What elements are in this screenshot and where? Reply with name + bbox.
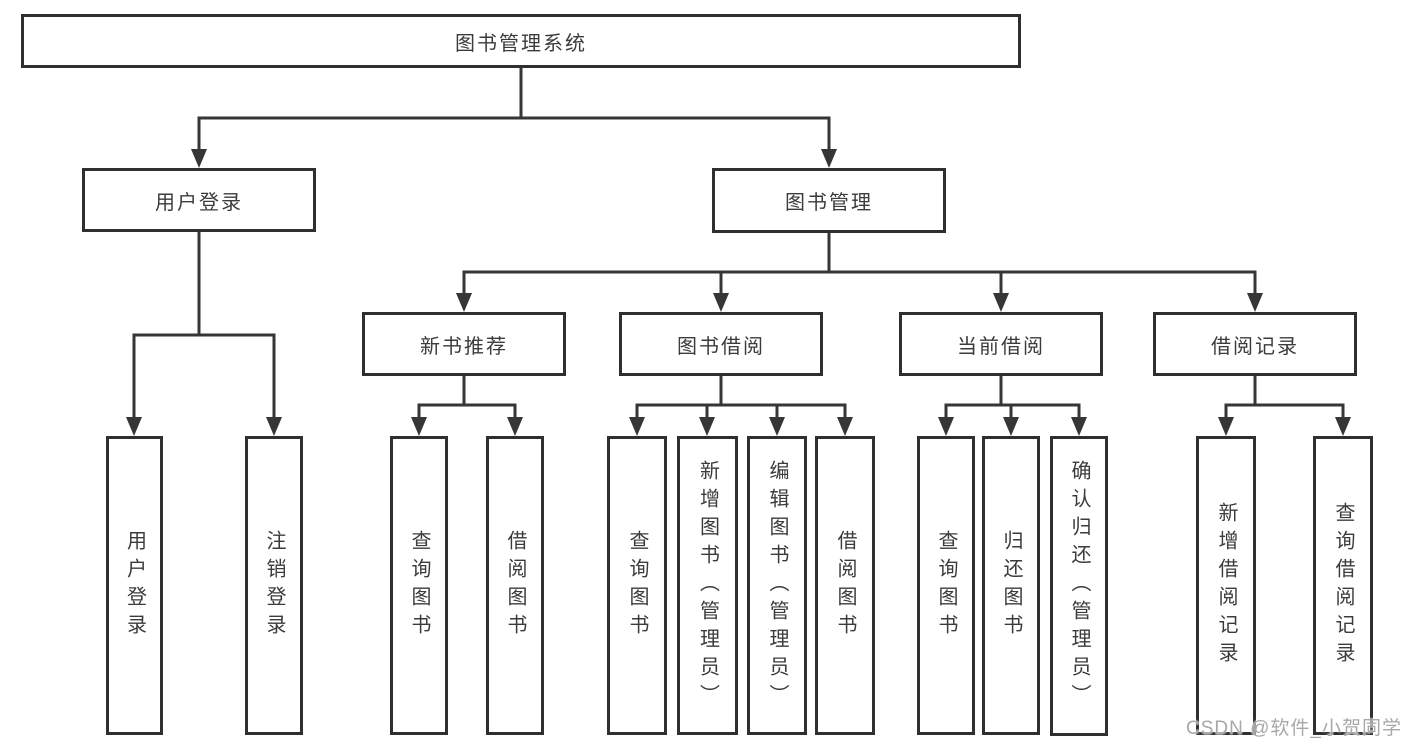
leaf-edit-book-admin: 编辑图书（管理员）: [747, 436, 807, 735]
node-book-management-label: 图书管理: [785, 192, 873, 214]
leaf-query-books: 查询图书: [390, 436, 448, 735]
leaf-user-login: 用户登录: [106, 436, 163, 735]
leaf-return-book-label: 归还图书: [1000, 529, 1022, 642]
node-book-borrow: 图书借阅: [619, 312, 823, 376]
leaf-query-borrow-record: 查询借阅记录: [1313, 436, 1373, 735]
node-borrow-records-label: 借阅记录: [1211, 335, 1299, 358]
leaf-query-books: 查询图书: [607, 436, 667, 735]
node-book-management: 图书管理: [712, 168, 946, 233]
leaf-borrow-books-label: 借阅图书: [504, 529, 526, 642]
leaf-query-books: 查询图书: [917, 436, 975, 735]
leaf-add-book-admin-label: 新增图书（管理员）: [696, 459, 719, 712]
leaf-confirm-return-admin-label: 确认归还（管理员）: [1068, 460, 1090, 712]
leaf-query-books-label: 查询图书: [935, 529, 957, 642]
leaf-edit-book-admin-label: 编辑图书（管理员）: [766, 459, 788, 712]
leaf-logout: 注销登录: [245, 436, 303, 735]
node-borrow-records: 借阅记录: [1153, 312, 1357, 376]
node-root-label: 图书管理系统: [455, 32, 587, 55]
node-new-book-recommend-label: 新书推荐: [420, 335, 508, 358]
node-current-borrow-label: 当前借阅: [957, 335, 1045, 358]
node-book-borrow-label: 图书借阅: [677, 335, 765, 358]
node-user-login: 用户登录: [82, 168, 316, 232]
leaf-query-borrow-record-label: 查询借阅记录: [1332, 501, 1354, 670]
node-current-borrow: 当前借阅: [899, 312, 1103, 376]
leaf-confirm-return-admin: 确认归还（管理员）: [1050, 436, 1108, 736]
leaf-borrow-books: 借阅图书: [486, 436, 544, 735]
leaf-logout-label: 注销登录: [263, 529, 285, 642]
leaf-add-borrow-record-label: 新增借阅记录: [1215, 501, 1237, 670]
node-new-book-recommend: 新书推荐: [362, 312, 566, 376]
leaf-add-book-admin: 新增图书（管理员）: [677, 436, 738, 735]
node-user-login-label: 用户登录: [155, 191, 243, 214]
node-root: 图书管理系统: [21, 14, 1021, 68]
leaf-query-books-label: 查询图书: [626, 529, 648, 642]
leaf-borrow-books: 借阅图书: [815, 436, 875, 735]
leaf-borrow-books-label: 借阅图书: [834, 529, 856, 642]
leaf-query-books-label: 查询图书: [408, 529, 430, 642]
leaf-add-borrow-record: 新增借阅记录: [1196, 436, 1256, 735]
watermark: CSDN @软件_小贺同学: [1186, 718, 1402, 739]
leaf-user-login-label: 用户登录: [123, 529, 146, 642]
leaf-return-book: 归还图书: [982, 436, 1040, 735]
